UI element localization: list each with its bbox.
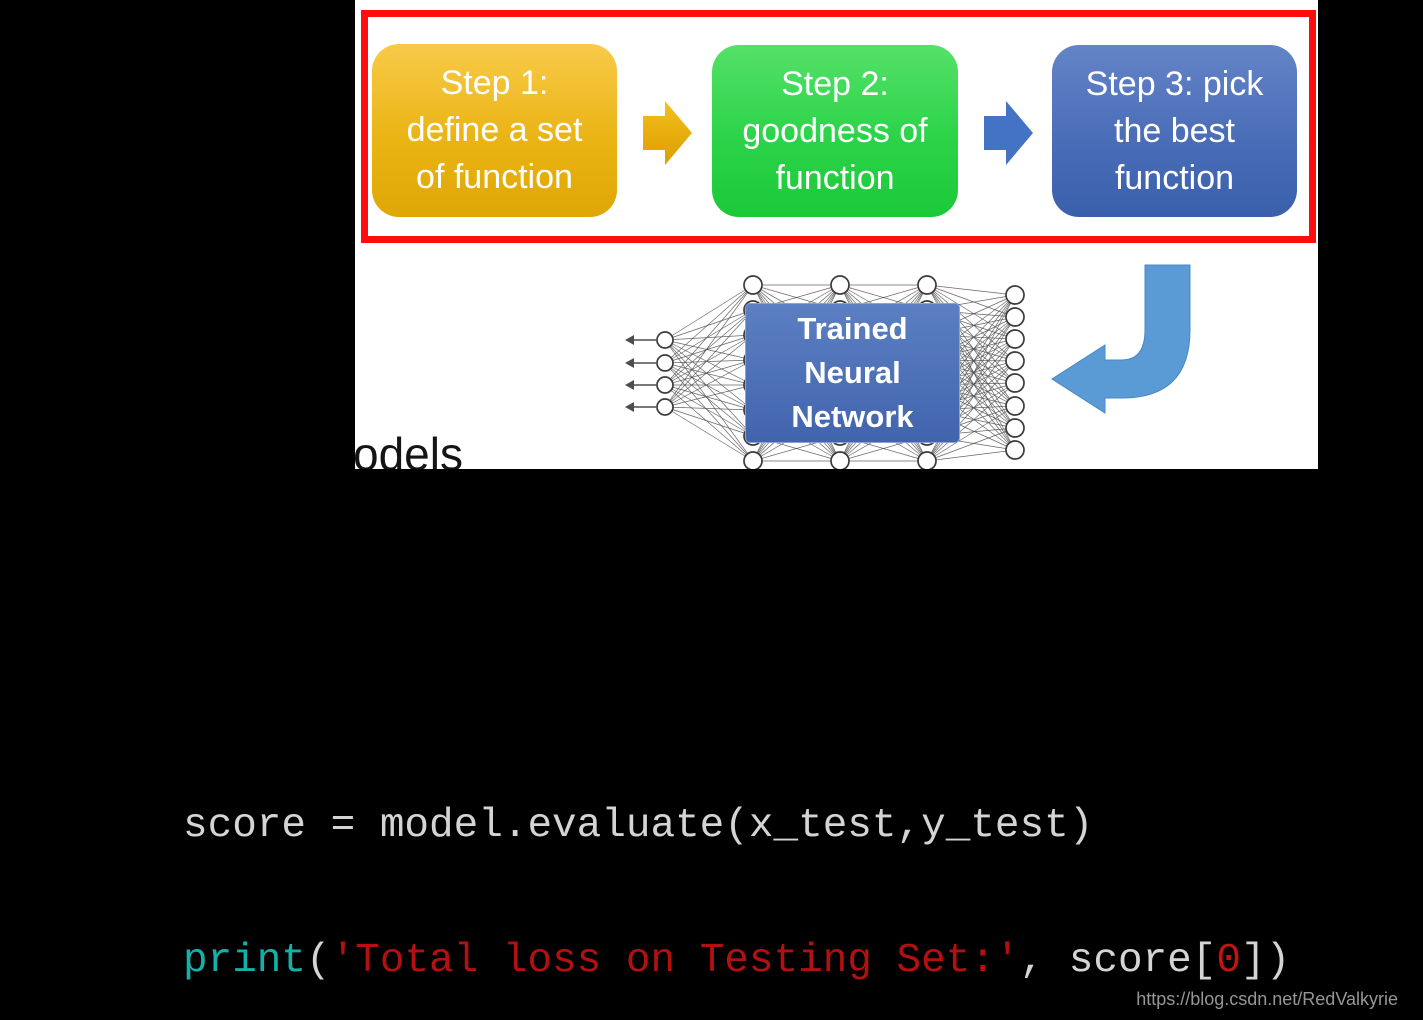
flow-arrow-2-icon — [984, 101, 1033, 165]
code-line: print('Total loss on Testing Set:', scor… — [183, 938, 1291, 984]
step1-line2: define a set — [406, 111, 583, 149]
slide-panel: Step 1: define a set of function Step 2:… — [355, 0, 1318, 469]
watermark-url: https://blog.csdn.net/RedValkyrie — [1136, 989, 1398, 1009]
step1-line1: Step 1: — [440, 64, 549, 102]
trained-line2: Neural — [804, 355, 901, 390]
step1-line3: of function — [416, 158, 573, 196]
step3-line1: Step 3: pick — [1085, 64, 1264, 103]
step2-line3: function — [775, 158, 895, 197]
step2-line1: Step 2: — [781, 64, 889, 103]
step1-box: Step 1: define a set of function — [372, 44, 617, 217]
step3-line2: the best — [1114, 111, 1235, 150]
trained-network-box: Trained Neural Network — [745, 303, 960, 443]
code-line: score = model.evaluate(x_test,y_test) — [183, 803, 1094, 849]
code-block: score = model.evaluate(x_test,y_test) pr… — [183, 714, 1290, 1020]
step2-line2: goodness of — [742, 111, 928, 150]
network-input-arrows — [625, 335, 656, 412]
partial-slide-text: odels — [355, 428, 463, 469]
trained-line1: Trained — [797, 311, 908, 346]
trained-line3: Network — [791, 399, 914, 434]
flow-arrow-1-icon — [643, 101, 692, 165]
bent-arrow-icon — [1051, 264, 1191, 414]
step2-box: Step 2: goodness of function — [712, 45, 958, 217]
step3-box: Step 3: pick the best function — [1052, 45, 1297, 217]
step3-line3: function — [1114, 158, 1235, 197]
red-highlight-frame — [361, 10, 1316, 243]
